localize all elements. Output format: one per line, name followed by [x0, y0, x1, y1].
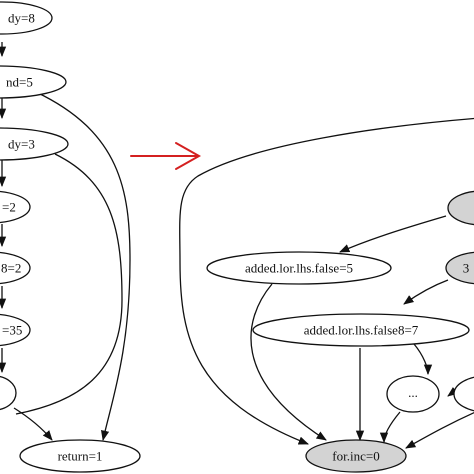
edge-body-to-loop — [15, 153, 123, 415]
right-node-lower-right — [453, 376, 474, 412]
left-node-n4-label: =2 — [2, 200, 16, 215]
edge-lower-right-to-forinc — [405, 411, 474, 449]
left-graph-edges — [0, 42, 131, 442]
edge-dots-to-forinc — [379, 411, 401, 444]
right-node-false8-label: added.lor.lhs.false8=7 — [304, 323, 419, 338]
left-node-entry: dy=8 — [0, 1, 53, 35]
right-node-dots-label: ... — [408, 385, 418, 400]
edge-partial-to-false8 — [403, 279, 449, 305]
left-node-cond: nd=5 — [0, 65, 67, 99]
right-node-forinc-label: for.inc=0 — [332, 449, 379, 464]
left-node-dots — [0, 375, 17, 411]
edge-false8-to-dots — [413, 343, 433, 376]
left-node-n6: =35 — [0, 313, 31, 347]
right-node-false-label: added.lor.lhs.false=5 — [245, 261, 353, 276]
edge-dots-to-return — [13, 407, 53, 441]
right-node-partial-label: 3 — [463, 261, 470, 276]
right-node-partial: 3 — [445, 251, 474, 285]
edge-top-loop-to-forinc — [179, 117, 474, 445]
left-node-cond-label: nd=5 — [6, 75, 33, 90]
right-node-forinc: for.inc=0 — [305, 439, 407, 473]
edge-cond-to-return — [35, 91, 131, 442]
right-node-false8: added.lor.lhs.false8=7 — [252, 313, 470, 347]
left-node-n4: =2 — [0, 190, 31, 224]
left-node-body-label: dy=3 — [8, 137, 35, 152]
left-node-entry-label: dy=8 — [8, 11, 35, 26]
right-graph: 3 added.lor.lhs.false=5 added.lor.lhs.fa… — [179, 117, 474, 473]
left-node-return-label: return=1 — [58, 449, 103, 464]
left-node-body: dy=3 — [0, 127, 69, 161]
transform-arrow-head — [175, 142, 202, 170]
left-node-n5-label: 8=2 — [1, 261, 21, 276]
right-node-top-grey — [447, 190, 474, 226]
right-node-dots: ... — [386, 375, 440, 413]
left-node-n6-label: =35 — [2, 323, 22, 338]
transform-arrow — [130, 142, 202, 170]
edge-partial-to-false — [339, 215, 447, 253]
right-node-false: added.lor.lhs.false=5 — [206, 251, 392, 285]
right-graph-edges — [179, 117, 474, 449]
left-graph: dy=8 nd=5 dy=3 =2 8=2 =35 return=1 — [0, 1, 141, 473]
left-node-n5: 8=2 — [0, 251, 31, 285]
edge-false-to-forinc — [250, 283, 327, 441]
left-node-return: return=1 — [19, 439, 141, 473]
